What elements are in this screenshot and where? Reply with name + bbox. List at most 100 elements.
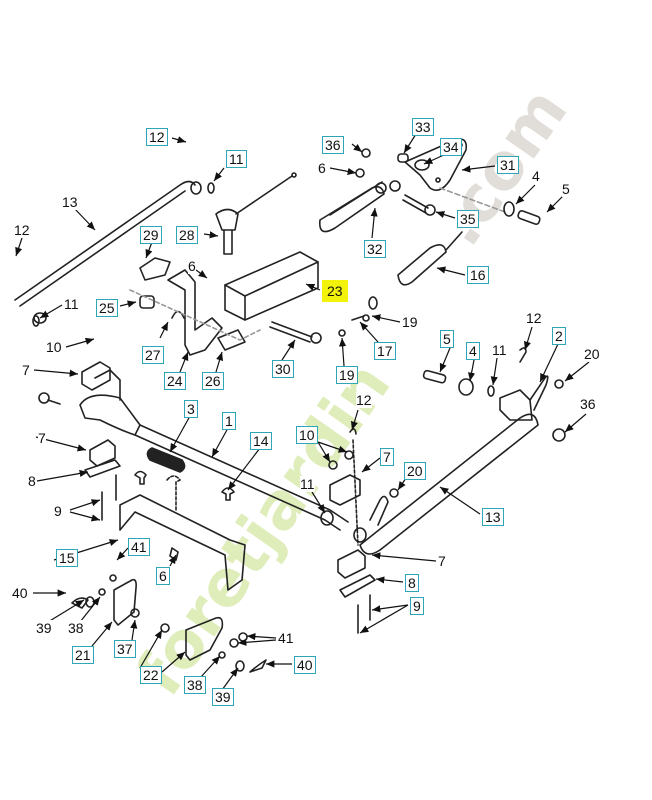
- callout-11[interactable]: 11: [300, 476, 315, 492]
- callout-22[interactable]: 22: [140, 666, 162, 684]
- callout-4[interactable]: 4: [532, 168, 540, 184]
- callout-leader-arrow: [159, 321, 169, 339]
- pedal-pad-23: [224, 251, 319, 321]
- callout-5[interactable]: 5: [440, 330, 454, 348]
- callout-9[interactable]: 9: [410, 597, 424, 615]
- rod-13-upper: [14, 180, 196, 301]
- callout-7[interactable]: 7: [38, 430, 46, 446]
- callout-2[interactable]: 2: [552, 327, 566, 345]
- callout-9[interactable]: 9: [54, 503, 62, 519]
- callout-23-highlighted[interactable]: 23: [322, 280, 348, 302]
- callout-36[interactable]: 36: [580, 396, 596, 412]
- callout-39[interactable]: 39: [36, 620, 52, 636]
- callout-leader-arrow: [246, 632, 277, 641]
- callout-leader-arrow: [305, 283, 321, 291]
- callout-6[interactable]: 6: [318, 160, 326, 176]
- callout-36[interactable]: 36: [322, 136, 344, 154]
- callout-19[interactable]: 19: [402, 314, 418, 330]
- callout-13[interactable]: 13: [482, 508, 504, 526]
- callout-37[interactable]: 37: [114, 640, 136, 658]
- callout-leader-arrow: [371, 314, 401, 323]
- callout-20[interactable]: 20: [404, 462, 426, 480]
- callout-30[interactable]: 30: [272, 360, 294, 378]
- callout-24[interactable]: 24: [164, 372, 186, 390]
- callout-leader-arrow: [359, 604, 409, 634]
- callout-41[interactable]: 41: [128, 538, 150, 556]
- callout-12[interactable]: 12: [526, 310, 542, 326]
- callout-11[interactable]: 11: [64, 296, 79, 312]
- callout-12[interactable]: 12: [14, 222, 30, 238]
- callout-6[interactable]: 6: [188, 258, 196, 274]
- callout-leader-arrow: [237, 638, 277, 646]
- callout-leader-arrow: [73, 207, 96, 231]
- callout-8[interactable]: 8: [405, 574, 419, 592]
- callout-leader-arrow: [69, 511, 101, 522]
- callout-leader-arrow: [403, 133, 417, 154]
- callout-41[interactable]: 41: [278, 630, 294, 646]
- callout-leader-arrow: [397, 477, 407, 491]
- callout-leader-arrow: [79, 596, 101, 623]
- callout-6[interactable]: 6: [156, 567, 170, 585]
- callout-leader-arrow: [435, 211, 456, 219]
- callout-leader-arrow: [375, 576, 404, 584]
- callout-13[interactable]: 13: [62, 194, 78, 210]
- callout-38[interactable]: 38: [68, 620, 84, 636]
- callout-38[interactable]: 38: [184, 676, 206, 694]
- callout-leader-arrow: [546, 194, 565, 213]
- callout-20[interactable]: 20: [584, 346, 600, 362]
- callout-7[interactable]: 7: [438, 553, 446, 569]
- callout-1[interactable]: 1: [222, 412, 236, 430]
- callout-33[interactable]: 33: [412, 118, 434, 136]
- callout-25[interactable]: 25: [96, 299, 118, 317]
- main-shaft-1: [139, 424, 349, 523]
- callout-7[interactable]: 7: [22, 362, 30, 378]
- callout-19[interactable]: 19: [336, 366, 358, 384]
- callout-26[interactable]: 26: [202, 372, 224, 390]
- callout-leader-arrow: [329, 167, 357, 175]
- callout-31[interactable]: 31: [497, 156, 519, 174]
- callout-40[interactable]: 40: [12, 585, 28, 601]
- callout-leader-arrow: [33, 369, 79, 377]
- callout-3[interactable]: 3: [184, 400, 198, 418]
- callout-leader-arrow: [130, 619, 138, 641]
- callout-leader-arrow: [281, 339, 296, 361]
- callout-10[interactable]: 10: [46, 339, 62, 355]
- callout-leader-arrow: [39, 304, 63, 319]
- pedal-body-left: [79, 394, 141, 436]
- callout-leader-arrow: [36, 469, 89, 482]
- callout-leader-arrow: [139, 629, 163, 669]
- callout-leader-arrow: [211, 427, 229, 458]
- callout-leader-arrow: [116, 547, 129, 561]
- callout-leader-arrow: [339, 337, 347, 367]
- callout-5[interactable]: 5: [562, 181, 570, 197]
- callout-15[interactable]: 15: [56, 549, 78, 567]
- callout-34[interactable]: 34: [440, 138, 462, 156]
- callout-leader-arrow: [221, 667, 239, 691]
- callout-40[interactable]: 40: [294, 656, 316, 674]
- callout-12[interactable]: 12: [146, 128, 168, 146]
- callout-7[interactable]: 7: [380, 448, 394, 466]
- callout-8[interactable]: 8: [28, 473, 36, 489]
- callout-4[interactable]: 4: [466, 342, 480, 360]
- callout-32[interactable]: 32: [364, 240, 386, 258]
- callout-21[interactable]: 21: [72, 646, 94, 664]
- callout-14[interactable]: 14: [250, 432, 272, 450]
- callout-28[interactable]: 28: [176, 226, 198, 244]
- callout-27[interactable]: 27: [142, 346, 164, 364]
- frame-15: [119, 494, 246, 591]
- callout-leader-arrow: [161, 651, 186, 673]
- callout-17[interactable]: 17: [374, 342, 396, 360]
- callout-10[interactable]: 10: [296, 426, 318, 444]
- callout-12[interactable]: 12: [356, 392, 372, 408]
- callout-29[interactable]: 29: [140, 226, 162, 244]
- link-2: [499, 389, 533, 421]
- callout-leader-arrow: [168, 554, 177, 567]
- callout-35[interactable]: 35: [457, 210, 479, 228]
- callout-11[interactable]: 11: [492, 342, 507, 358]
- callout-39[interactable]: 39: [212, 688, 234, 706]
- spring-29: [139, 257, 171, 281]
- callout-16[interactable]: 16: [467, 266, 489, 284]
- callout-leader-arrow: [227, 447, 261, 491]
- callout-11[interactable]: 11: [226, 150, 247, 168]
